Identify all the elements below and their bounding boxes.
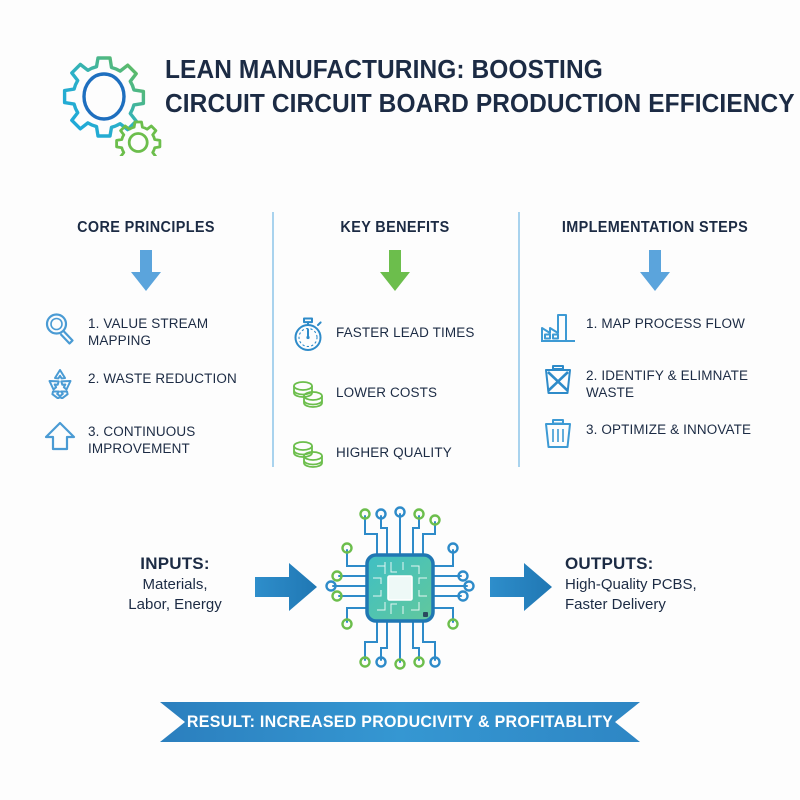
column-key-benefits: KEY BENEFITS xyxy=(278,205,512,494)
columns-section: CORE PRINCIPLES 1. VALUE STREAM MAPPING xyxy=(0,205,800,475)
recycle-icon xyxy=(40,363,80,403)
outputs-line-2: Faster Delivery xyxy=(565,596,666,614)
list-item-label: 1. VALUE STREAM MAPPING xyxy=(88,316,209,350)
list-item[interactable]: FASTER LEAD TIMES xyxy=(288,314,512,354)
microchip-circuit-icon xyxy=(315,500,485,680)
inputs-line-2: Labor, Energy xyxy=(128,596,222,614)
list-item[interactable]: 1. VALUE STREAM MAPPING xyxy=(40,308,270,350)
trash-bin-icon xyxy=(538,414,578,454)
list-item-label: 3. CONTINUOUS IMPROVEMENT xyxy=(88,424,196,458)
list-item-label: FASTER LEAD TIMES xyxy=(336,325,475,342)
result-banner-text: RESULT: INCREASED PRODUCIVITY & PROFITAB… xyxy=(186,712,614,731)
list-item-label: 2. IDENTIFY & ELIMNATE WASTE xyxy=(586,368,749,402)
arrow-right-icon xyxy=(255,561,317,618)
steps-list: 1. MAP PROCESS FLOW 2. IDENTIFY & ELIMNA… xyxy=(538,308,786,454)
title-line-1: LEAN MANUFACTURING: BOOSTING xyxy=(165,56,603,84)
list-item-label: 1. MAP PROCESS FLOW xyxy=(586,316,745,332)
list-item-label: 3. OPTIMIZE & INNOVATE xyxy=(586,422,752,439)
outputs-title: OUTPUTS: xyxy=(565,554,654,573)
list-item-label: HIGHER QUALITY xyxy=(336,445,452,462)
column-divider-1 xyxy=(272,212,274,467)
title-line-2: CIRCUIT CIRCUIT BOARD PRODUCTION EFFICIE… xyxy=(165,89,795,118)
inputs-line-1: Materials, xyxy=(142,576,208,594)
arrow-right-icon xyxy=(490,561,552,618)
list-item[interactable]: 2. WASTE REDUCTION xyxy=(40,363,270,403)
arrow-down-icon xyxy=(22,250,270,292)
process-flow-section: INPUTS: Materials, Labor, Energy xyxy=(0,495,800,680)
list-item[interactable]: 1. MAP PROCESS FLOW xyxy=(538,308,786,348)
list-item-label: 2. WASTE REDUCTION xyxy=(88,371,237,388)
column-heading: KEY BENEFITS xyxy=(340,219,450,236)
no-waste-bin-icon xyxy=(538,360,578,400)
column-divider-2 xyxy=(518,212,520,467)
list-item[interactable]: 3. OPTIMIZE & INNOVATE xyxy=(538,414,786,454)
column-core-principles: CORE PRINCIPLES 1. VALUE STREAM MAPPING xyxy=(22,205,270,471)
inputs-label: INPUTS: Materials, Labor, Energy xyxy=(100,553,250,615)
coins-icon xyxy=(288,374,328,414)
coins-icon xyxy=(288,434,328,474)
list-item-label: LOWER COSTS xyxy=(336,385,438,402)
list-item[interactable]: 3. CONTINUOUS IMPROVEMENT xyxy=(40,416,270,458)
arrow-up-icon xyxy=(40,416,80,456)
header: LEAN MANUFACTURING: BOOSTING CIRCUIT CIR… xyxy=(0,46,800,167)
column-implementation-steps: IMPLEMENTATION STEPS 1. MAP PROCESS FLOW xyxy=(524,205,786,466)
result-banner: RESULT: INCREASED PRODUCIVITY & PROFITAB… xyxy=(160,702,640,742)
factory-icon xyxy=(538,308,578,348)
benefits-list: FASTER LEAD TIMES LOWER COSTS xyxy=(288,314,512,474)
list-item[interactable]: HIGHER QUALITY xyxy=(288,434,512,474)
list-item[interactable]: LOWER COSTS xyxy=(288,374,512,414)
list-item[interactable]: 2. IDENTIFY & ELIMNATE WASTE xyxy=(538,360,786,402)
gears-icon xyxy=(56,52,168,167)
magnifier-icon xyxy=(40,308,80,348)
outputs-label: OUTPUTS: High-Quality PCBS, Faster Deliv… xyxy=(565,553,755,615)
outputs-line-1: High-Quality PCBS, xyxy=(565,576,697,594)
arrow-down-icon xyxy=(278,250,512,292)
principles-list: 1. VALUE STREAM MAPPING 2. WASTE REDUCTI… xyxy=(40,308,270,458)
column-heading: IMPLEMENTATION STEPS xyxy=(561,219,749,236)
arrow-down-icon xyxy=(524,250,786,292)
page-title: LEAN MANUFACTURING: BOOSTING CIRCUIT CIR… xyxy=(165,54,795,122)
column-heading: CORE PRINCIPLES xyxy=(77,219,215,236)
inputs-title: INPUTS: xyxy=(140,554,210,573)
stopwatch-icon xyxy=(288,314,328,354)
